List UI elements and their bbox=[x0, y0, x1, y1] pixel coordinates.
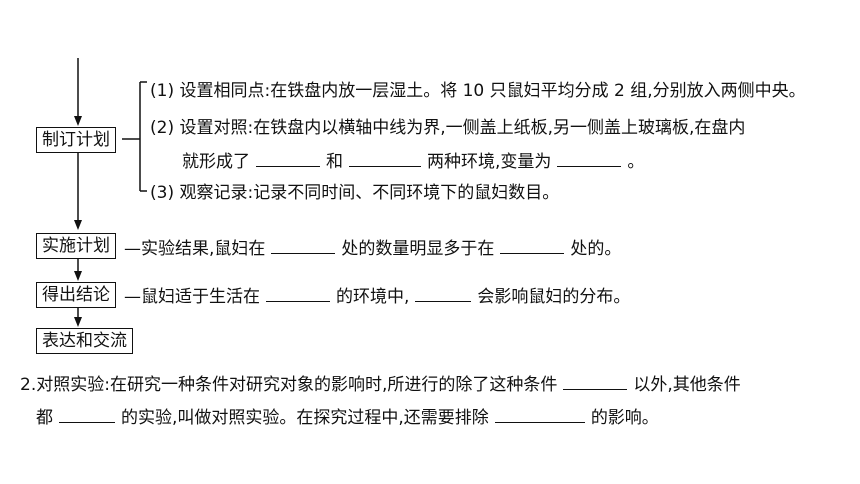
plan-item-2-line2: 就形成了和两种环境,变量为。 bbox=[182, 150, 645, 172]
answer-blank[interactable] bbox=[563, 373, 628, 390]
answer-blank[interactable] bbox=[415, 285, 472, 302]
implement-text: —实验结果,鼠妇在处的数量明显多于在处的。 bbox=[124, 237, 622, 259]
answer-blank[interactable] bbox=[271, 237, 336, 254]
flow-box-conclude: 得出结论 bbox=[36, 282, 116, 308]
answer-blank[interactable] bbox=[557, 150, 622, 167]
answer-blank[interactable] bbox=[494, 406, 585, 423]
answer-blank[interactable] bbox=[500, 237, 565, 254]
flow-plan-label: 制订计划 bbox=[42, 130, 110, 150]
flow-conclude-label: 得出结论 bbox=[42, 285, 110, 305]
answer-blank[interactable] bbox=[256, 150, 320, 167]
answer-blank[interactable] bbox=[266, 285, 330, 302]
answer-blank[interactable] bbox=[59, 406, 115, 423]
conclude-text: —鼠妇适于生活在的环境中,会影响鼠妇的分布。 bbox=[124, 285, 631, 307]
flow-express-label: 表达和交流 bbox=[42, 331, 127, 351]
answer-blank[interactable] bbox=[349, 150, 421, 167]
question-2-line2: 都的实验,叫做对照实验。在探究过程中,还需要排除的影响。 bbox=[36, 406, 659, 428]
flow-box-express: 表达和交流 bbox=[36, 328, 133, 354]
plan-item-2-line1: (2) 设置对照:在铁盘内以横轴中线为界,一侧盖上纸板,另一侧盖上玻璃板,在盘内 bbox=[150, 118, 746, 138]
flow-box-plan: 制订计划 bbox=[36, 127, 116, 153]
flow-box-implement: 实施计划 bbox=[36, 233, 116, 259]
plan-item-3: (3) 观察记录:记录不同时间、不同环境下的鼠妇数目。 bbox=[150, 183, 560, 203]
plan-item-1: (1) 设置相同点:在铁盘内放一层湿土。将 10 只鼠妇平均分成 2 组,分别放… bbox=[150, 81, 806, 101]
flow-implement-label: 实施计划 bbox=[42, 236, 110, 256]
question-2-line1: 2.对照实验:在研究一种条件对研究对象的影响时,所进行的除了这种条件以外,其他条… bbox=[20, 373, 741, 395]
